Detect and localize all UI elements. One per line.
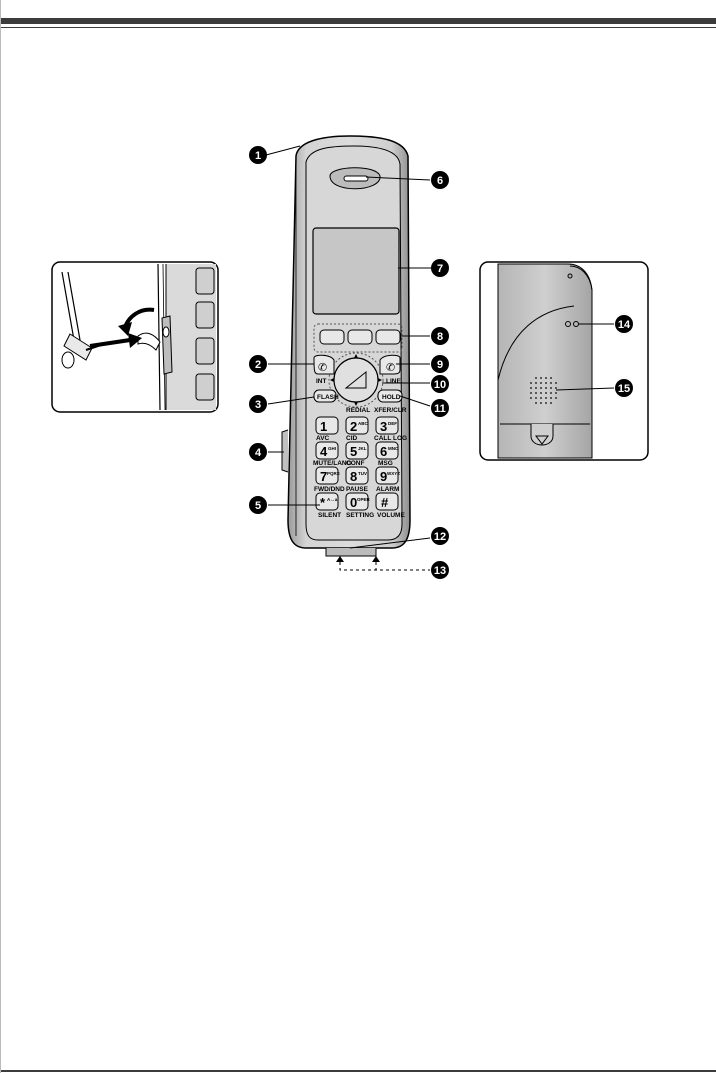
- setting-label: SETTING: [346, 512, 374, 519]
- callout-14: 14: [615, 315, 633, 333]
- svg-text:12: 12: [434, 531, 446, 543]
- callout-8: 8: [431, 327, 449, 345]
- svg-text:3: 3: [255, 399, 261, 411]
- key-6: 6: [380, 444, 387, 459]
- callout-5: 5: [249, 496, 267, 514]
- arrow-up-icon: [372, 556, 380, 562]
- key-5-letters: JKL: [358, 446, 367, 451]
- redial-label: REDIAL: [346, 407, 370, 414]
- cid-label: CID: [346, 435, 358, 442]
- svg-text:10: 10: [434, 379, 446, 391]
- callout-11: 11: [431, 399, 449, 417]
- key-2: 2: [350, 419, 357, 434]
- svg-text:7: 7: [437, 263, 443, 275]
- callout-3: 3: [249, 395, 267, 413]
- callout-4: 4: [249, 443, 267, 461]
- callout-6: 6: [431, 171, 449, 189]
- handset-back-inset: [480, 262, 648, 460]
- callout-10: 10: [431, 375, 449, 393]
- key-6-letters: MNO: [388, 446, 399, 451]
- svg-text:9: 9: [437, 359, 443, 371]
- svg-text:14: 14: [618, 319, 631, 331]
- xfer-clr-label: XFER/CLR: [374, 407, 407, 414]
- key-5: 5: [350, 444, 357, 459]
- key-4-letters: GHI: [328, 446, 336, 451]
- msg-label: MSG: [378, 460, 393, 467]
- hold-label: HOLD: [382, 394, 401, 401]
- volume-label: VOLUME: [377, 512, 405, 519]
- svg-text:1: 1: [255, 150, 261, 162]
- line-label: LINE: [386, 378, 401, 385]
- key-7-letters: PQRS: [327, 471, 340, 476]
- callout-13: 13: [431, 561, 449, 579]
- flash-label: FLASH: [317, 394, 339, 401]
- key-1: 1: [320, 419, 327, 434]
- svg-text:15: 15: [618, 383, 630, 395]
- key-3: 3: [380, 419, 387, 434]
- key-star-letters: A↔a: [327, 497, 338, 502]
- callout-2: 2: [249, 355, 267, 373]
- key-0-letters: OPER: [357, 497, 371, 502]
- key-hash: #: [381, 495, 389, 510]
- talk-icon: ✆: [318, 361, 327, 374]
- svg-text:4: 4: [255, 447, 262, 459]
- callout-15: 15: [615, 379, 633, 397]
- svg-text:2: 2: [255, 359, 261, 371]
- callout-12: 12: [431, 527, 449, 545]
- key-8: 8: [350, 469, 357, 484]
- svg-text:6: 6: [437, 175, 443, 187]
- key-9-letters: WXYZ: [387, 471, 400, 476]
- callout-7: 7: [431, 259, 449, 277]
- key-2-letters: ABC: [358, 421, 368, 426]
- svg-text:11: 11: [434, 403, 446, 415]
- callout-1: 1: [249, 146, 267, 164]
- int-label: INT: [316, 378, 327, 385]
- off-icon: ✆: [386, 361, 395, 374]
- pause-label: PAUSE: [346, 486, 369, 493]
- dashed-leader: [340, 556, 430, 570]
- fwd-dnd-label: FWD/DND: [314, 486, 345, 493]
- alarm-label: ALARM: [376, 486, 399, 493]
- silent-label: SILENT: [318, 512, 341, 519]
- headset-jack-inset: [52, 262, 218, 412]
- avc-label: AVC: [316, 435, 330, 442]
- call-log-label: CALL LOG: [374, 435, 407, 442]
- key-3-letters: DEF: [388, 421, 397, 426]
- svg-text:13: 13: [434, 565, 446, 577]
- key-4: 4: [320, 444, 328, 459]
- callout-9: 9: [431, 355, 449, 373]
- arrow-up-icon: [336, 556, 344, 562]
- key-8-letters: TUV: [358, 471, 367, 476]
- svg-text:5: 5: [255, 500, 261, 512]
- svg-text:8: 8: [437, 331, 443, 343]
- conf-label: CONF: [346, 460, 364, 467]
